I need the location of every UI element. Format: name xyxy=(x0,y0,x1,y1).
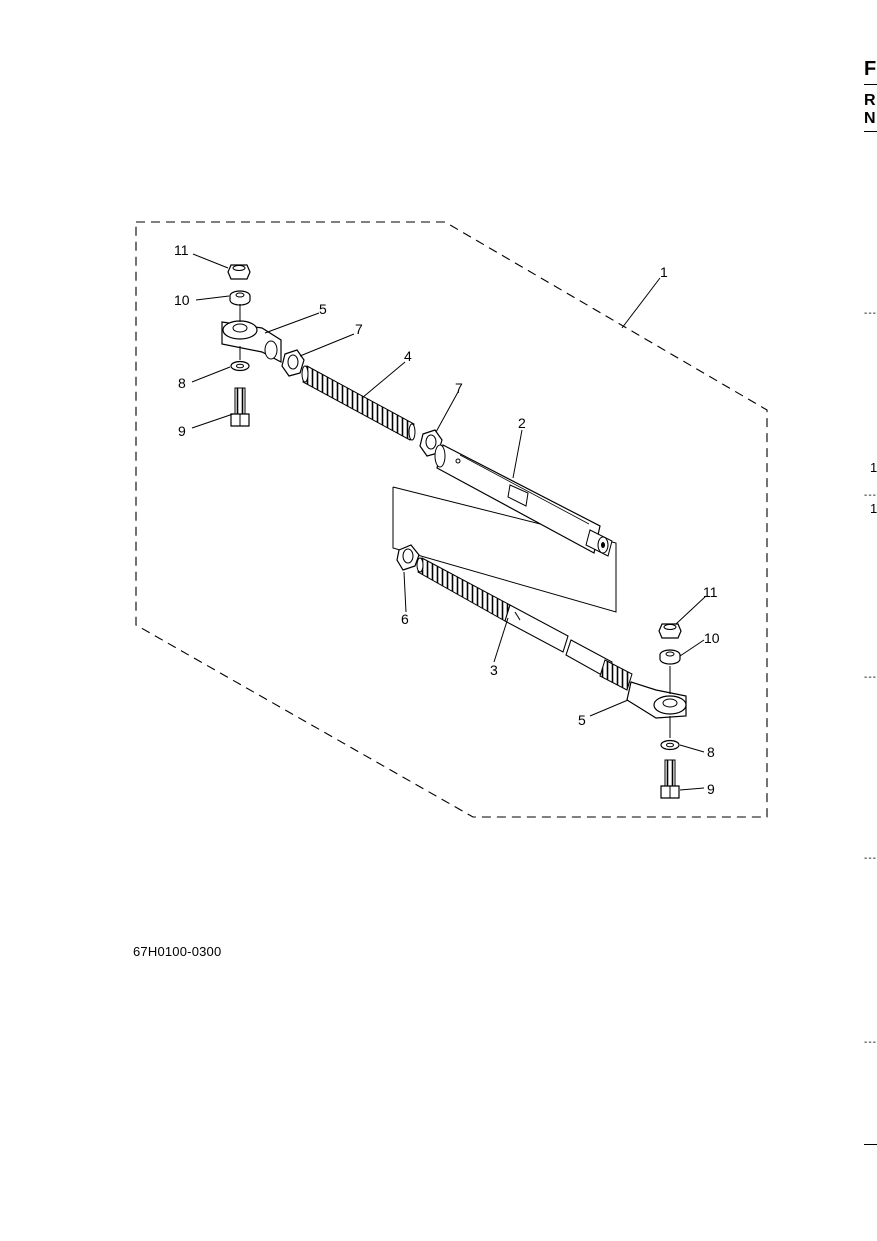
bolt-9-upper xyxy=(230,387,250,427)
callout-8-lower: 8 xyxy=(707,744,715,760)
callout-7-upper: 7 xyxy=(355,321,363,337)
callout-1: 1 xyxy=(660,264,668,280)
edge-letter-f: F xyxy=(864,58,877,80)
callout-7-middle: 7 xyxy=(455,380,463,396)
callout-2: 2 xyxy=(518,415,526,431)
callout-11-lower: 11 xyxy=(703,584,718,600)
edge-letter-r: R xyxy=(864,92,876,109)
edge-dash: --- xyxy=(864,1037,877,1048)
callout-10-lower: 10 xyxy=(704,630,720,646)
edge-letter-n: N xyxy=(864,110,876,127)
callout-3: 3 xyxy=(490,662,498,678)
callout-5-upper: 5 xyxy=(319,301,327,317)
nut-7-upper xyxy=(281,349,305,377)
callout-9-lower: 9 xyxy=(707,781,715,797)
edge-number: 1 xyxy=(870,501,877,516)
callout-9-upper: 9 xyxy=(178,423,186,439)
edge-dash: --- xyxy=(864,672,877,683)
edge-dash: --- xyxy=(864,853,877,864)
detail-bracket xyxy=(392,486,617,613)
washer-8-lower xyxy=(660,739,680,751)
washer-10-upper xyxy=(229,290,251,306)
washer-8-upper xyxy=(230,360,250,372)
assembly-boundary xyxy=(135,221,768,818)
edge-rule xyxy=(864,1144,877,1145)
nut-11-upper xyxy=(227,264,251,280)
rod-end-5-upper xyxy=(221,304,282,363)
callout-5-lower: 5 xyxy=(578,712,586,728)
leader-lines xyxy=(191,253,707,791)
edge-dash: --- xyxy=(864,308,877,319)
callout-10-upper: 10 xyxy=(174,292,190,308)
callout-8-upper: 8 xyxy=(178,375,186,391)
washer-10-lower xyxy=(659,649,681,665)
edge-rule xyxy=(864,84,877,85)
tube-2 xyxy=(434,444,613,557)
bolt-9-lower xyxy=(660,759,680,799)
threaded-rod-4 xyxy=(301,365,416,441)
edge-rule xyxy=(864,131,877,132)
rod-3 xyxy=(416,557,633,691)
nut-6 xyxy=(396,544,420,571)
callout-6: 6 xyxy=(401,611,409,627)
part-code: 67H0100-0300 xyxy=(133,944,222,959)
callout-4: 4 xyxy=(404,348,412,364)
callout-11-upper: 11 xyxy=(174,242,189,258)
edge-number: 1 xyxy=(870,460,877,475)
nut-11-lower xyxy=(658,623,682,639)
rod-end-5-lower xyxy=(626,666,687,738)
edge-dash: --- xyxy=(864,490,877,501)
